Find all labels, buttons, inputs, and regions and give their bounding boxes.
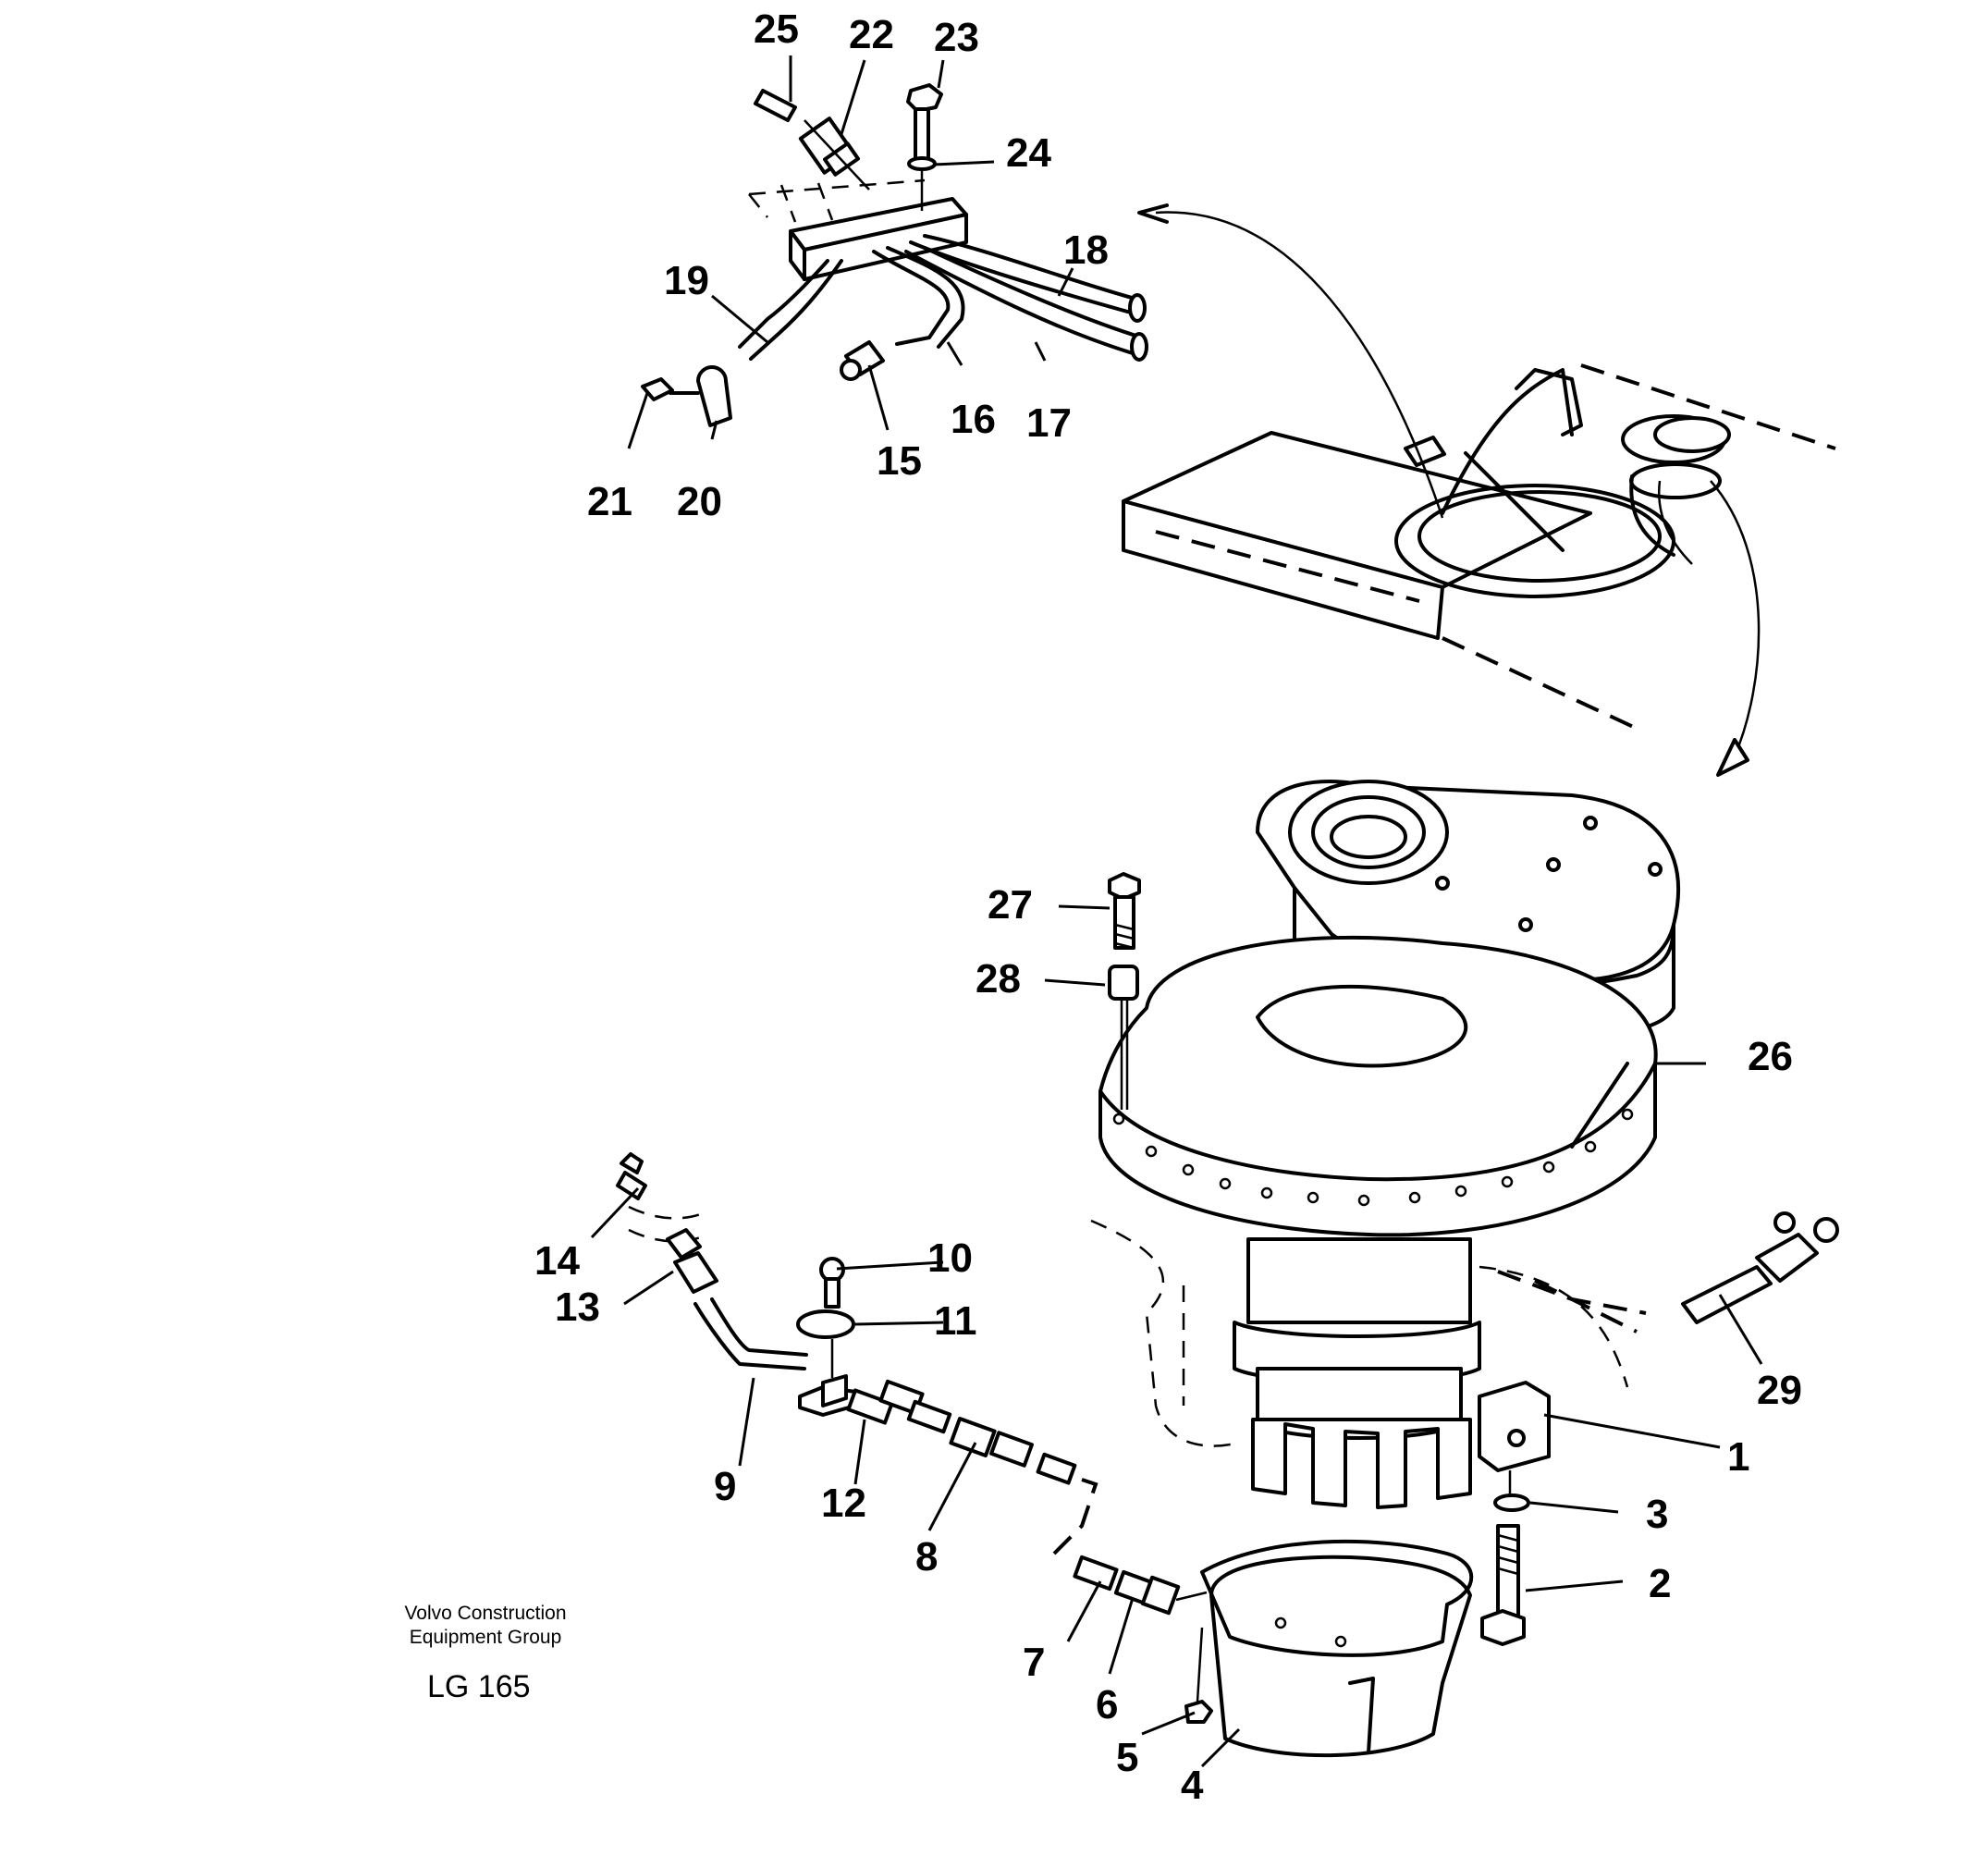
leader-lines — [590, 55, 1763, 1768]
callout-29: 29 — [1757, 1368, 1802, 1413]
callout-24: 24 — [1006, 130, 1051, 176]
callout-4: 4 — [1181, 1763, 1204, 1808]
company-label: Volvo Construction Equipment Group — [365, 1602, 606, 1650]
callout-23: 23 — [934, 15, 979, 60]
callout-1: 1 — [1727, 1434, 1749, 1480]
callout-13: 13 — [555, 1284, 600, 1330]
callout-5: 5 — [1116, 1735, 1138, 1780]
callout-26: 26 — [1748, 1034, 1793, 1079]
grease-line-assembly — [616, 1152, 1213, 1724]
callout-numbers: 25 22 23 24 18 19 16 17 15 21 20 27 28 2… — [534, 6, 1802, 1808]
callout-14: 14 — [534, 1238, 580, 1284]
callout-20: 20 — [677, 479, 722, 524]
callout-22: 22 — [849, 12, 894, 57]
company-line-1: Volvo Construction — [404, 1603, 567, 1624]
callout-10: 10 — [927, 1235, 973, 1281]
grease-hose-29 — [1497, 1211, 1839, 1334]
callout-16: 16 — [951, 397, 996, 442]
callout-25: 25 — [754, 6, 799, 52]
callout-17: 17 — [1026, 400, 1072, 446]
bolt-holes — [1112, 1108, 1634, 1207]
callout-12: 12 — [821, 1481, 866, 1526]
drawing-id: LG 165 — [427, 1669, 531, 1704]
callout-19: 19 — [664, 258, 709, 303]
frame-overview — [1122, 203, 1836, 777]
callout-3: 3 — [1646, 1492, 1668, 1537]
callout-7: 7 — [1023, 1640, 1045, 1685]
lube-manifold-assembly — [641, 83, 1148, 427]
callout-28: 28 — [976, 956, 1021, 1002]
callout-2: 2 — [1649, 1561, 1671, 1606]
swing-gearbox — [1090, 780, 1680, 1758]
pinion-gear — [1251, 1418, 1472, 1509]
bolt-27-spacer-28 — [1108, 872, 1141, 1110]
company-line-2: Equipment Group — [409, 1627, 562, 1648]
callout-9: 9 — [714, 1464, 736, 1509]
bolt-2-washer-3 — [1480, 1470, 1530, 1646]
callout-8: 8 — [915, 1534, 938, 1579]
callout-6: 6 — [1096, 1682, 1118, 1727]
callout-11: 11 — [934, 1298, 977, 1344]
callout-15: 15 — [877, 438, 922, 484]
callout-27: 27 — [988, 882, 1033, 928]
callout-18: 18 — [1063, 227, 1109, 273]
callout-21: 21 — [587, 479, 632, 524]
